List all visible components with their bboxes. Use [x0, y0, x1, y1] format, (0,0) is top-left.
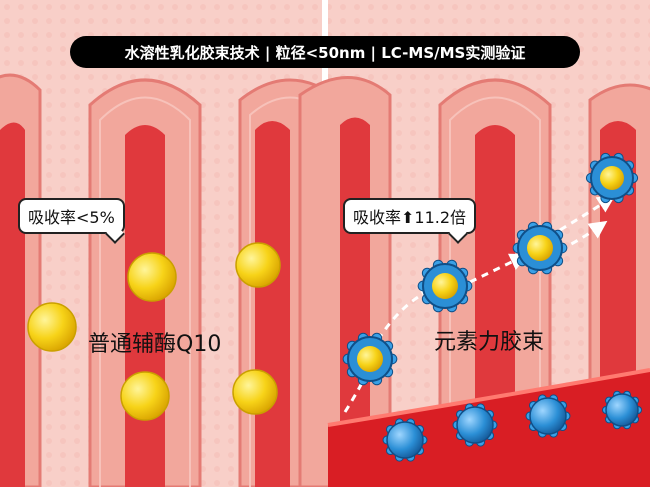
cored-micelles: [342, 152, 639, 386]
micelle: [452, 403, 498, 447]
micelle: [601, 390, 643, 430]
right-panel-label: 元素力胶束: [434, 330, 545, 355]
vessel-micelles: [382, 390, 643, 462]
coq10-particle: [235, 242, 281, 288]
micelle: [525, 394, 571, 438]
micelle-with-coq10: [512, 221, 568, 275]
absorption-callout-left: 吸收率<5%: [18, 198, 125, 234]
coq10-particle: [27, 302, 77, 352]
micelle-with-coq10: [585, 152, 639, 204]
micelle-with-coq10: [417, 259, 473, 313]
coq10-particle: [232, 369, 278, 415]
left-particles: [27, 242, 281, 421]
technology-banner: 水溶性乳化胶束技术 | 粒径<50nm | LC-MS/MS实测验证: [70, 36, 580, 68]
coq10-particle: [120, 371, 170, 421]
micelle: [382, 418, 428, 462]
left-panel-label: 普通辅酶Q10: [88, 332, 222, 357]
micelle-with-coq10: [342, 332, 398, 386]
coq10-particle: [127, 252, 177, 302]
absorption-callout-right: 吸收率⬆11.2倍: [343, 198, 477, 234]
